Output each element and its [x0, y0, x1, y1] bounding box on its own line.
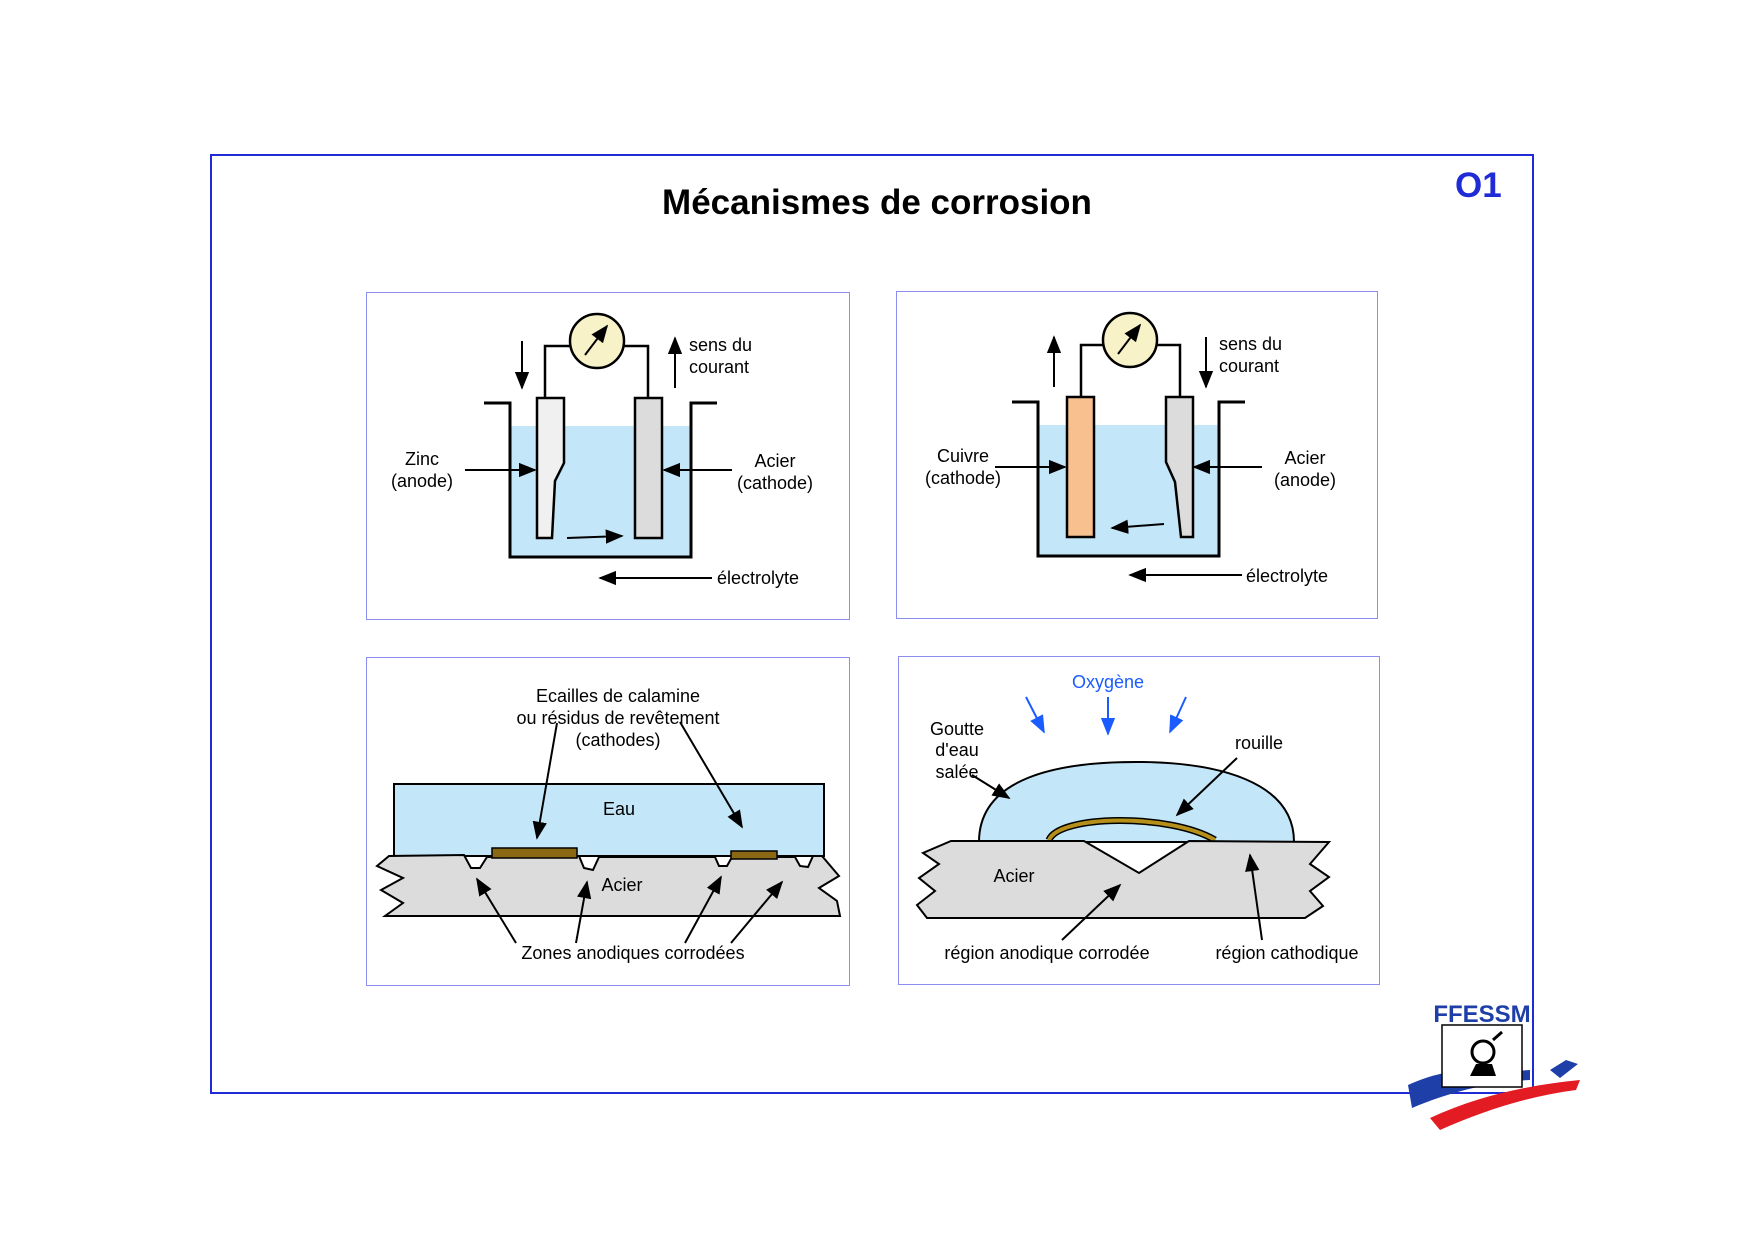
steel-electrode [633, 396, 664, 540]
oxygen-label: Oxygène [1072, 672, 1144, 692]
steel-label-2: (cathode) [737, 473, 813, 493]
ammeter-needle [1117, 323, 1142, 355]
rust-label: rouille [1235, 733, 1283, 753]
water-layer [393, 783, 825, 857]
rust-pointer [1175, 757, 1238, 817]
slide-code: O1 [1455, 166, 1502, 205]
current-label-1: sens du [689, 335, 752, 355]
copper-steel-cell-diagram: sens du courant Cuivre (cathode) Acier (… [925, 311, 1336, 586]
cell-container [1012, 400, 1245, 558]
logo-red-swoosh [1430, 1080, 1580, 1130]
zones-label: Zones anodiques corrodées [521, 943, 744, 963]
zinc-steel-cell-diagram: sens du courant Zinc (anode) Acier (cath… [391, 312, 813, 588]
copper-label-2: (cathode) [925, 468, 1001, 488]
water-label: Eau [603, 799, 635, 819]
oxygen-arrow-right [1169, 696, 1187, 734]
ion-flow-arrow [566, 529, 624, 544]
scale-flake-large [491, 847, 578, 859]
oxygen-arrow-left [1025, 696, 1045, 734]
ion-flow-arrow [1110, 519, 1165, 534]
diver-helmet-icon [1470, 1030, 1503, 1076]
logo-blue-accent [1550, 1060, 1578, 1078]
droplet-label-3: salée [935, 762, 978, 782]
ammeter-icon [1101, 311, 1159, 369]
salt-water-droplet [977, 760, 1296, 843]
panel-mill-scale: Ecailles de calamine ou résidus de revêt… [366, 657, 850, 986]
panel-copper-steel-cell: sens du courant Cuivre (cathode) Acier (… [896, 291, 1378, 619]
zinc-electrode [535, 396, 566, 540]
mill-scale-diagram: Ecailles de calamine ou résidus de revêt… [375, 686, 842, 963]
caption-line-1: Ecailles de calamine [536, 686, 700, 706]
steel-label-1: Acier [1284, 448, 1325, 468]
anodic-region-pointer [1061, 883, 1122, 941]
ffessm-logo-graphic: FFESSM [1408, 1001, 1580, 1130]
anodic-pointer-2 [575, 880, 592, 944]
anodic-pointer-3 [684, 875, 722, 944]
scale-pointer-1 [532, 722, 558, 840]
caption-line-3: (cathodes) [575, 730, 660, 750]
anodic-region-label: région anodique corrodée [944, 943, 1149, 963]
water-droplet-diagram: Oxygène Goutte d'eau salée rouille Acier… [915, 672, 1359, 963]
droplet-label-1: Goutte [930, 719, 984, 739]
steel-label-1: Acier [754, 451, 795, 471]
droplet-label-2: d'eau [935, 740, 978, 760]
steel-label: Acier [601, 875, 642, 895]
steel-electrode [1164, 395, 1195, 539]
copper-label-1: Cuivre [937, 446, 989, 466]
steel-label-2: (anode) [1274, 470, 1336, 490]
steel-label: Acier [993, 866, 1034, 886]
anodic-pointer-1 [476, 877, 517, 944]
copper-electrode [1065, 395, 1096, 539]
wire [543, 344, 650, 398]
current-label-2: courant [1219, 356, 1279, 376]
scale-pointer-2 [679, 721, 743, 829]
panel-water-droplet: Oxygène Goutte d'eau salée rouille Acier… [898, 656, 1380, 985]
current-label-2: courant [689, 357, 749, 377]
wire [1079, 343, 1182, 397]
droplet-pointer [971, 774, 1011, 799]
ammeter-needle [584, 324, 609, 356]
scale-flake-small [730, 850, 778, 860]
slide-title: Mécanismes de corrosion [662, 183, 1092, 222]
panel-zinc-steel-cell: sens du courant Zinc (anode) Acier (cath… [366, 292, 850, 620]
rust-ring [1047, 818, 1217, 842]
current-label-1: sens du [1219, 334, 1282, 354]
zinc-label-1: Zinc [405, 449, 439, 469]
steel-substrate [915, 839, 1332, 919]
electrolyte-label: électrolyte [1246, 566, 1328, 586]
logo-text: FFESSM [1433, 1001, 1530, 1028]
cathodic-region-label: région cathodique [1215, 943, 1358, 963]
caption-line-2: ou résidus de revêtement [516, 708, 719, 728]
electrolyte-label: électrolyte [717, 568, 799, 588]
ffessm-logo: FFESSM [1400, 1000, 1590, 1150]
zinc-label-2: (anode) [391, 471, 453, 491]
cell-container [484, 401, 717, 559]
anodic-pointer-4 [730, 880, 784, 944]
ammeter-icon [568, 312, 626, 370]
cathodic-region-pointer [1245, 853, 1263, 941]
